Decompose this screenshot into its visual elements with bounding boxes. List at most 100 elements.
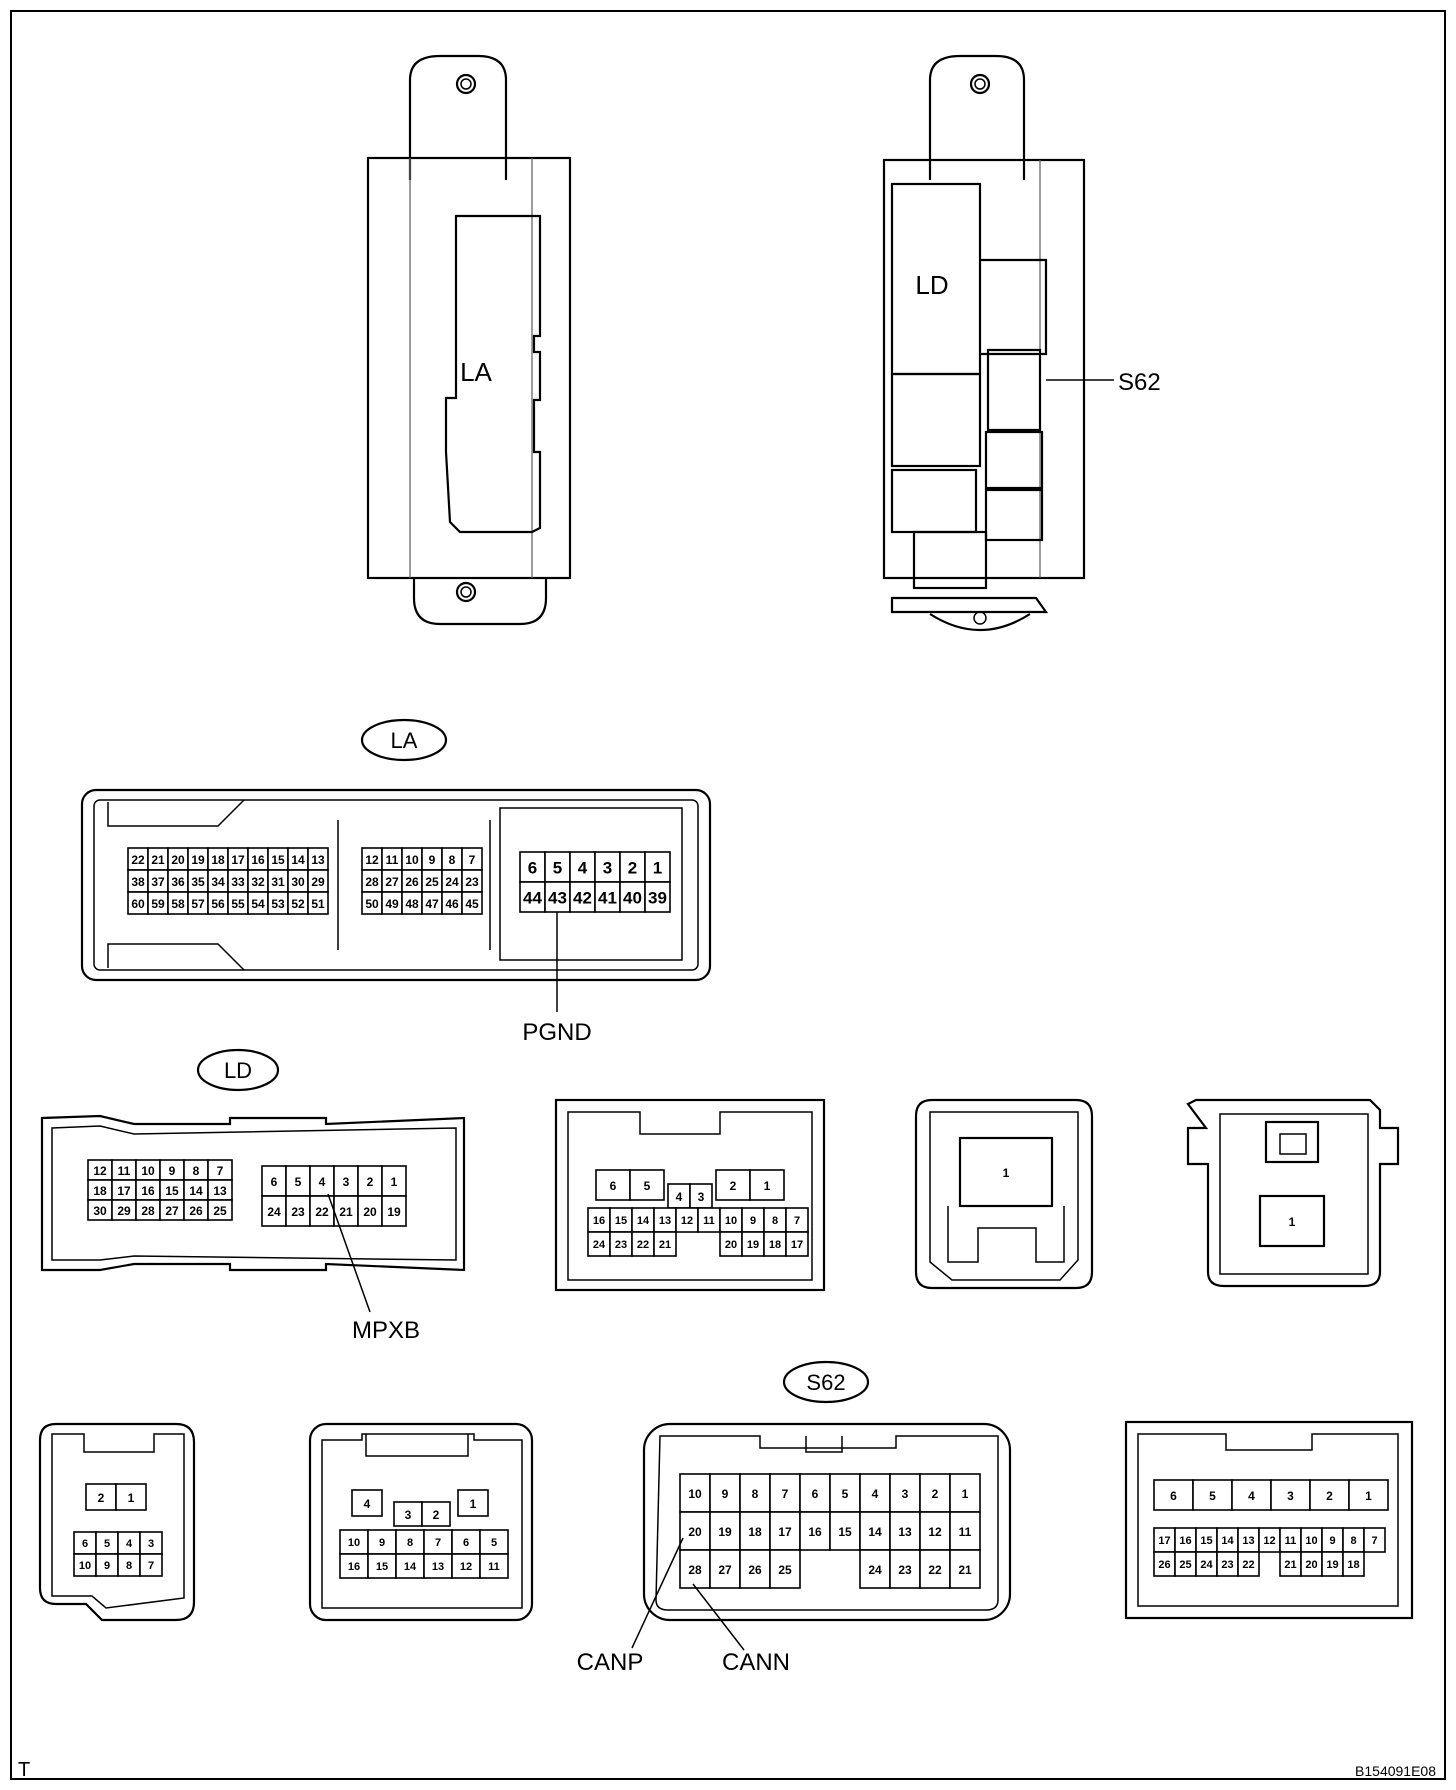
la-block-label: LA xyxy=(460,357,492,387)
pin-number: 1 xyxy=(1003,1166,1010,1180)
pin-number: 2 xyxy=(1326,1489,1333,1503)
pin-number: 20 xyxy=(1305,1559,1317,1571)
pin-number: 7 xyxy=(469,853,476,867)
pin-number: 6 xyxy=(271,1175,278,1189)
pin-number: 21 xyxy=(1284,1559,1296,1571)
pin-number: 20 xyxy=(171,853,185,867)
pin-number: 18 xyxy=(769,1239,781,1251)
pin-cell xyxy=(395,1529,425,1555)
pin-cell xyxy=(519,881,546,913)
pin-cell xyxy=(1231,1479,1272,1511)
connector-1pin-b: 1 xyxy=(1186,1098,1400,1288)
pin-number: 23 xyxy=(898,1563,912,1577)
pin-number: 17 xyxy=(778,1525,792,1539)
pin-number: 7 xyxy=(1371,1535,1377,1547)
pin-number: 3 xyxy=(343,1175,350,1189)
pin-cell xyxy=(381,1195,407,1227)
ld-block-housing: LD S62 xyxy=(882,54,1161,631)
pin-number: 19 xyxy=(718,1525,732,1539)
pin-number: 7 xyxy=(782,1487,789,1501)
pin-cell xyxy=(1237,1551,1260,1577)
pin-number: 13 xyxy=(432,1561,444,1573)
pin-number: 10 xyxy=(688,1487,702,1501)
s62-block-callout: S62 xyxy=(1118,369,1161,396)
pin-number: 2 xyxy=(628,859,637,878)
pin-cell xyxy=(859,1549,891,1589)
pin-number: 32 xyxy=(251,875,265,889)
pin-number: 30 xyxy=(291,875,305,889)
pin-number: 15 xyxy=(165,1184,179,1198)
pin-number: 11 xyxy=(959,1525,972,1539)
pin-number: 24 xyxy=(267,1205,281,1219)
pin-cell xyxy=(799,1473,831,1513)
pin-number: 9 xyxy=(429,853,436,867)
pin-number: 18 xyxy=(1347,1559,1359,1571)
pin-number: 24 xyxy=(1200,1559,1213,1571)
figure-code: B154091E08 xyxy=(1355,1763,1436,1779)
pin-number: 9 xyxy=(1329,1535,1335,1547)
pin-number: 19 xyxy=(191,853,205,867)
pin-cell xyxy=(285,1195,311,1227)
pin-number: 13 xyxy=(659,1215,671,1227)
pin-number: 25 xyxy=(213,1204,227,1218)
pin-number: 57 xyxy=(191,897,205,911)
pin-number: 56 xyxy=(211,897,225,911)
pin-number: 20 xyxy=(725,1239,737,1251)
pin-number: 6 xyxy=(82,1538,88,1550)
pgnd-callout: PGND xyxy=(522,1019,591,1046)
pin-number: 44 xyxy=(523,889,542,908)
pin-number: 14 xyxy=(1221,1535,1234,1547)
pin-number: 2 xyxy=(932,1487,939,1501)
pin-number: 18 xyxy=(748,1525,762,1539)
pin-number: 16 xyxy=(348,1561,360,1573)
pin-number: 14 xyxy=(868,1525,882,1539)
pin-number: 35 xyxy=(191,875,205,889)
pin-number: 14 xyxy=(404,1561,417,1573)
canp-callout: CANP xyxy=(577,1649,644,1676)
pin-cell xyxy=(544,851,571,883)
pin-number: 47 xyxy=(425,897,439,911)
pin-cell xyxy=(139,1553,163,1577)
la-connector-name: LA xyxy=(391,728,418,753)
pin-number: 41 xyxy=(598,889,617,908)
pin-cell xyxy=(519,851,546,883)
pin-cell xyxy=(859,1511,891,1551)
pin-cell xyxy=(739,1473,771,1513)
pin-number: 60 xyxy=(131,897,145,911)
pin-number: 6 xyxy=(610,1179,617,1193)
pin-cell xyxy=(1192,1479,1233,1511)
pin-number: 3 xyxy=(603,859,612,878)
pin-number: 3 xyxy=(148,1538,154,1550)
pin-cell xyxy=(421,1501,451,1527)
pin-number: 8 xyxy=(752,1487,759,1501)
pin-number: 5 xyxy=(842,1487,849,1501)
pin-cell xyxy=(769,1549,801,1589)
pin-number: 15 xyxy=(1200,1535,1212,1547)
pin-number: 19 xyxy=(387,1205,401,1219)
pin-number: 23 xyxy=(615,1239,627,1251)
pin-cell xyxy=(644,881,671,913)
pin-number: 2 xyxy=(367,1175,374,1189)
pin-number: 8 xyxy=(407,1537,413,1549)
pin-number: 25 xyxy=(425,875,439,889)
pin-number: 3 xyxy=(1287,1489,1294,1503)
pin-cell xyxy=(461,891,483,915)
pin-number: 19 xyxy=(747,1239,759,1251)
pin-number: 1 xyxy=(764,1179,771,1193)
pin-cell xyxy=(261,1165,287,1197)
pin-number: 36 xyxy=(171,875,185,889)
pin-cell xyxy=(709,1511,741,1551)
pin-number: 22 xyxy=(928,1563,942,1577)
pin-number: 22 xyxy=(315,1205,329,1219)
pin-number: 8 xyxy=(1350,1535,1356,1547)
pin-cell xyxy=(679,1511,711,1551)
pin-cell xyxy=(889,1549,921,1589)
pin-number: 3 xyxy=(902,1487,909,1501)
pin-number: 16 xyxy=(1179,1535,1191,1547)
pin-number: 7 xyxy=(217,1164,224,1178)
